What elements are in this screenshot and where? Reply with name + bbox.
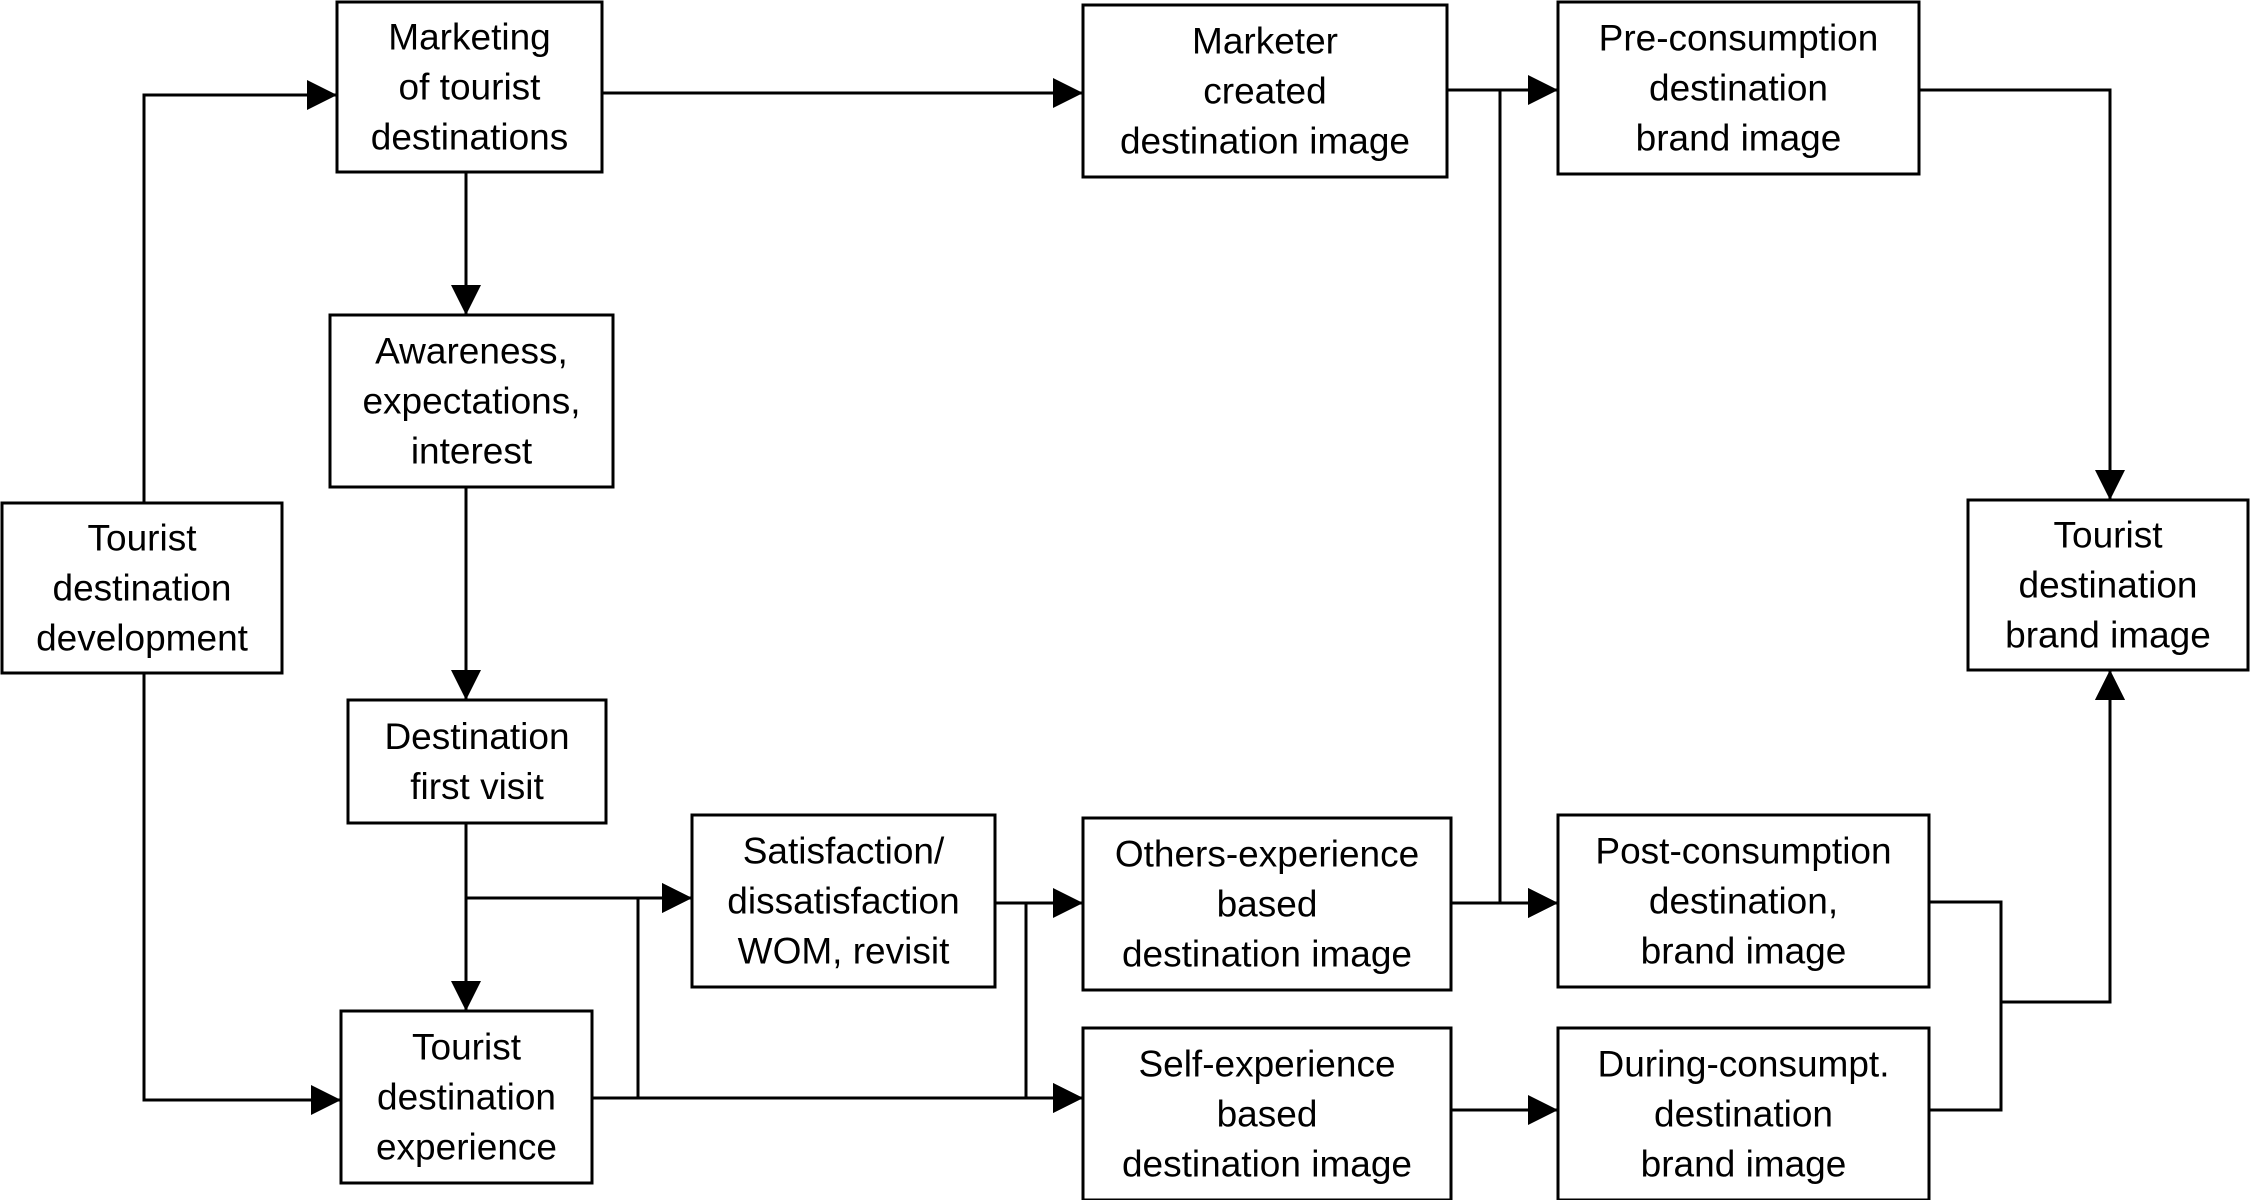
node-box-self-experience-image: [1081, 1026, 1453, 1200]
node-label-line: Pre-consumption: [1599, 18, 1879, 59]
node-label-line: Tourist: [88, 518, 198, 559]
node-label-line: brand image: [2005, 615, 2211, 656]
node-label-others-experience-image: Others-experience based destination image: [1115, 834, 1419, 975]
node-label-line: of tourist: [399, 67, 542, 108]
node-label-line: destination image: [1122, 934, 1412, 975]
node-tourist-destination-brand-image: Tourist destination brand image: [1966, 498, 2250, 672]
edge-tourist-destination-development-to-marketing-of-tourist-destinations: [142, 80, 337, 503]
node-label-line: Others-experience: [1115, 834, 1419, 875]
node-label-line: Tourist: [2054, 515, 2164, 556]
node-label-line: destinations: [371, 117, 568, 158]
node-label-tourist-destination-experience: Tourist destination experience: [376, 1027, 557, 1168]
node-pre-consumption-brand-image: Pre-consumption destination brand image: [1556, 0, 1921, 176]
edge-tourist-destination-experience-to-satisfaction-dissatisfaction: [592, 883, 692, 1100]
node-label-line: Satisfaction/: [743, 831, 945, 872]
node-label-line: Post-consumption: [1595, 831, 1891, 872]
edge-satisfaction-dissatisfaction-to-self-experience-image: [995, 901, 1083, 1113]
node-label-post-consumption-brand-image: Post-consumption destination, brand image: [1595, 831, 1891, 972]
node-label-marketing-of-tourist-destinations: Marketing of tourist destinations: [371, 17, 568, 158]
node-label-line: destination: [377, 1077, 556, 1118]
edge-pre-consumption-brand-image-to-tourist-destination-brand-image: [1919, 88, 2125, 500]
node-box-marketing-of-tourist-destinations: [335, 0, 604, 174]
node-awareness-expectations-interest: Awareness, expectations, interest: [328, 313, 615, 489]
node-label-line: development: [36, 618, 249, 659]
node-label-line: dissatisfaction: [727, 881, 959, 922]
node-box-others-experience-image: [1081, 816, 1453, 992]
node-label-line: destination: [53, 568, 232, 609]
node-label-line: During-consumpt.: [1597, 1044, 1889, 1085]
node-label-line: Marketer: [1192, 21, 1338, 62]
node-label-line: WOM, revisit: [738, 931, 950, 972]
node-label-line: destination image: [1120, 121, 1410, 162]
node-box-destination-first-visit: [346, 698, 608, 825]
node-tourist-destination-experience: Tourist destination experience: [339, 1009, 594, 1185]
node-self-experience-image: Self-experience based destination image: [1081, 1026, 1453, 1200]
node-label-line: first visit: [410, 766, 544, 807]
edge-marketer-created-image-to-post-consumption-brand-image: [1447, 88, 1558, 918]
edge-tourist-destination-development-to-tourist-destination-experience: [142, 673, 341, 1115]
edge-post-consumption-brand-image-to-tourist-destination-brand-image: [1929, 670, 2125, 1004]
node-label-line: destination: [2019, 565, 2198, 606]
node-label-marketer-created-image: Marketer created destination image: [1120, 21, 1410, 162]
node-box-tourist-destination-development: [0, 501, 284, 675]
node-label-awareness-expectations-interest: Awareness, expectations, interest: [362, 331, 580, 472]
node-label-line: Tourist: [412, 1027, 522, 1068]
node-label-line: destination image: [1122, 1144, 1412, 1185]
node-label-tourist-destination-development: Tourist destination development: [36, 518, 249, 659]
node-label-during-consumption-brand-image: During-consumpt. destination brand image: [1597, 1044, 1889, 1185]
node-label-line: based: [1217, 884, 1318, 925]
node-box-post-consumption-brand-image: [1556, 813, 1931, 989]
node-label-line: brand image: [1636, 118, 1842, 159]
node-marketing-of-tourist-destinations: Marketing of tourist destinations: [335, 0, 604, 174]
node-label-line: interest: [411, 431, 533, 472]
node-label-line: Destination: [384, 716, 569, 757]
node-tourist-destination-development: Tourist destination development: [0, 501, 284, 675]
node-label-line: experience: [376, 1127, 557, 1168]
node-box-during-consumption-brand-image: [1556, 1026, 1931, 1200]
node-post-consumption-brand-image: Post-consumption destination, brand image: [1556, 813, 1931, 989]
node-label-line: based: [1217, 1094, 1318, 1135]
node-label-line: brand image: [1641, 1144, 1847, 1185]
node-label-line: destination: [1649, 68, 1828, 109]
node-label-tourist-destination-brand-image: Tourist destination brand image: [2005, 515, 2211, 656]
node-destination-first-visit: Destination first visit: [346, 698, 608, 825]
node-label-line: Marketing: [388, 17, 550, 58]
node-label-pre-consumption-brand-image: Pre-consumption destination brand image: [1599, 18, 1879, 159]
node-others-experience-image: Others-experience based destination image: [1081, 816, 1453, 992]
node-during-consumption-brand-image: During-consumpt. destination brand image: [1556, 1026, 1931, 1200]
node-label-line: Awareness,: [375, 331, 568, 372]
node-label-destination-first-visit: Destination first visit: [384, 716, 569, 807]
node-label-line: brand image: [1641, 931, 1847, 972]
node-label-line: destination,: [1649, 881, 1838, 922]
node-box-awareness-expectations-interest: [328, 313, 615, 489]
node-label-line: expectations,: [362, 381, 580, 422]
edge-during-consumption-brand-image-to-tourist-destination-brand-image: [1929, 670, 2125, 1112]
node-box-tourist-destination-brand-image: [1966, 498, 2250, 672]
edges-layer: [142, 75, 2125, 1125]
node-box-pre-consumption-brand-image: [1556, 0, 1921, 176]
node-label-line: created: [1203, 71, 1326, 112]
node-box-tourist-destination-experience: [339, 1009, 594, 1185]
node-label-self-experience-image: Self-experience based destination image: [1122, 1044, 1412, 1185]
node-label-line: Self-experience: [1138, 1044, 1395, 1085]
node-marketer-created-image: Marketer created destination image: [1081, 3, 1449, 179]
node-box-marketer-created-image: [1081, 3, 1449, 179]
node-box-satisfaction-dissatisfaction: [690, 813, 997, 989]
node-label-line: destination: [1654, 1094, 1833, 1135]
